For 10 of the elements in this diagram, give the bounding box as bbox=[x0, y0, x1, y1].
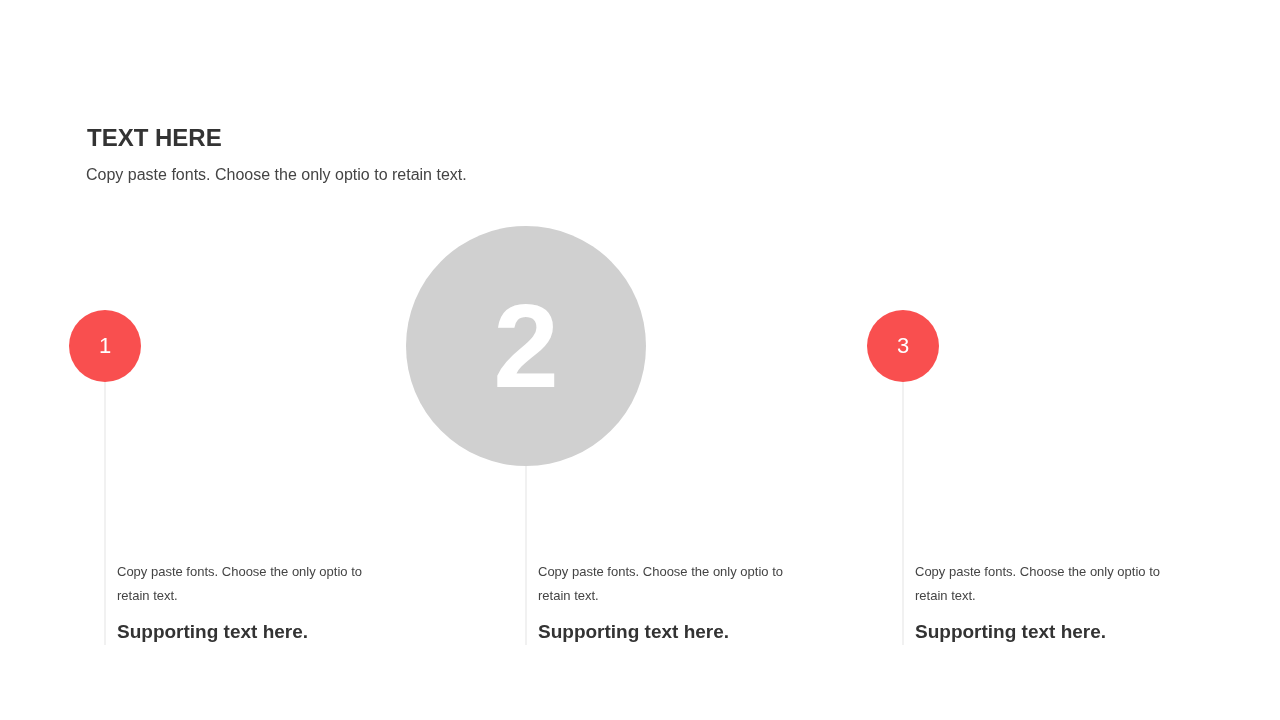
step-number: 3 bbox=[896, 335, 910, 357]
supporting-heading: Supporting text here. bbox=[538, 621, 731, 644]
description-text: Copy paste fonts. Choose the only optio to retain text. bbox=[117, 563, 363, 605]
supporting-heading: Supporting text here. bbox=[915, 621, 1108, 644]
step-number: 1 bbox=[98, 335, 112, 357]
title: TEXT HERE bbox=[87, 124, 222, 153]
supporting-heading: Supporting text here. bbox=[117, 621, 310, 644]
description-text: Copy paste fonts. Choose the only optio to retain text. bbox=[915, 563, 1161, 605]
description-text: Copy paste fonts. Choose the only optio to retain text. bbox=[538, 563, 784, 605]
subtitle-text: Copy paste fonts. Choose the only optio to retain text. bbox=[86, 165, 467, 185]
